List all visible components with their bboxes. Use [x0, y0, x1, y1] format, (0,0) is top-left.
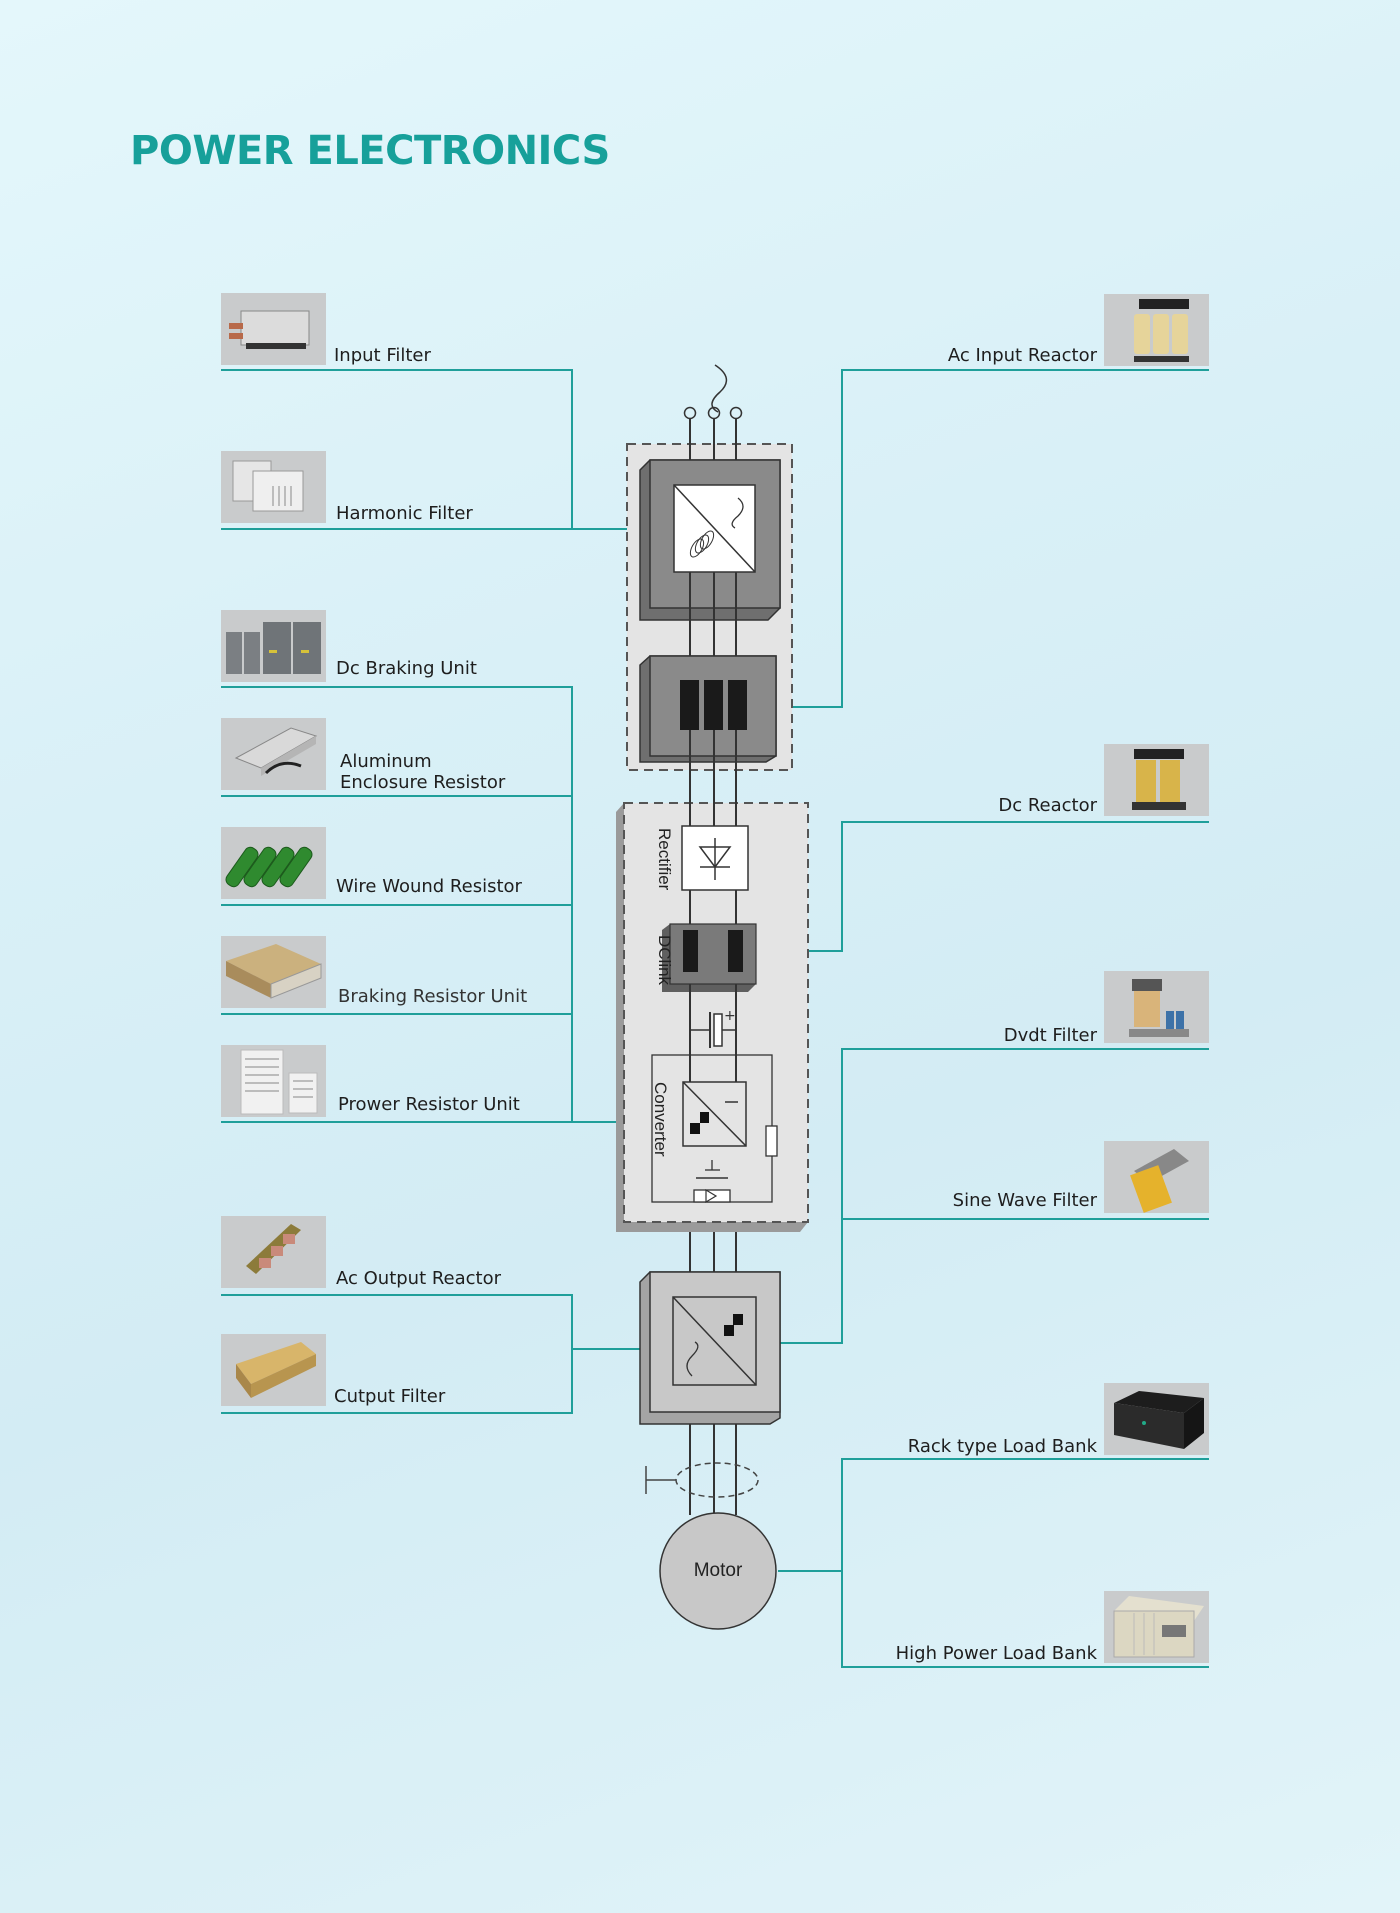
- motor-label: Motor: [693, 1560, 743, 1581]
- high-power-load-bank-photo: [1104, 1591, 1209, 1663]
- connector-line: [842, 1048, 1209, 1050]
- connector-line: [221, 1121, 616, 1123]
- connector-bus: [841, 1048, 843, 1344]
- input-stage-panel: [626, 443, 793, 771]
- connector-line: [571, 1348, 641, 1350]
- connector-line: [571, 528, 627, 530]
- connector-line: [842, 1458, 1209, 1460]
- input-filter-label: Input Filter: [334, 345, 431, 366]
- rack-load-bank-label: Rack type Load Bank: [907, 1436, 1097, 1457]
- dclink-block: [669, 923, 757, 985]
- connector-line: [221, 686, 573, 688]
- wire-wound-resistor-label: Wire Wound Resistor: [336, 876, 522, 897]
- connector-bus: [571, 686, 573, 1123]
- ac-input-reactor-label: Ac Input Reactor: [947, 345, 1097, 366]
- ac-output-reactor-photo: [221, 1216, 326, 1288]
- dvdt-filter-label: Dvdt Filter: [1003, 1025, 1097, 1046]
- power-resistor-unit-photo: [221, 1045, 326, 1117]
- connector-line: [221, 369, 573, 371]
- connector-line: [221, 1412, 573, 1414]
- connector-line: [221, 1013, 573, 1015]
- converter-block: [682, 1081, 747, 1147]
- connector-bus: [841, 821, 843, 952]
- connector-line: [842, 369, 1209, 371]
- input-filter-photo: [221, 293, 326, 365]
- dclink-label: DClink: [655, 935, 674, 986]
- dc-reactor-photo: [1104, 744, 1209, 816]
- connector-line: [808, 950, 843, 952]
- connector-bus: [571, 369, 573, 530]
- connector-bus: [841, 1458, 843, 1668]
- connector-line: [778, 1570, 843, 1572]
- dc-reactor-label: Dc Reactor: [998, 795, 1097, 816]
- converter-label: Converter: [651, 1082, 670, 1157]
- braking-resistor-unit-photo: [221, 936, 326, 1008]
- high-power-load-bank-label: High Power Load Bank: [895, 1643, 1097, 1664]
- ac-output-reactor-label: Ac Output Reactor: [336, 1268, 502, 1289]
- page-title: POWER ELECTRONICS: [130, 128, 610, 174]
- ac-input-reactor-photo: [1104, 294, 1209, 366]
- sine-wave-filter-label: Sine Wave Filter: [952, 1190, 1097, 1211]
- harmonic-filter-photo: [221, 451, 326, 523]
- power-resistor-unit-label: Prower Resistor Unit: [338, 1094, 520, 1115]
- output-filter-photo: [221, 1334, 326, 1406]
- connector-line: [221, 795, 573, 797]
- svg-text:+: +: [724, 1008, 736, 1024]
- dc-braking-unit-label: Dc Braking Unit: [336, 658, 477, 679]
- dvdt-filter-photo: [1104, 971, 1209, 1043]
- wire-wound-resistor-photo: [221, 827, 326, 899]
- aluminum-resistor-label-line2: Enclosure Resistor: [340, 772, 506, 793]
- connector-bus: [571, 1294, 573, 1414]
- ac-source-icon: [711, 364, 728, 413]
- rectifier-block: [681, 825, 749, 891]
- harmonic-filter-label: Harmonic Filter: [336, 503, 473, 524]
- rectifier-label: Rectifier: [655, 828, 674, 891]
- output-filter-label: Cutput Filter: [334, 1386, 446, 1407]
- connector-line: [221, 1294, 573, 1296]
- connector-line: [221, 528, 573, 530]
- connector-line: [792, 706, 843, 708]
- aluminum-resistor-label: Aluminum Enclosure Resistor: [340, 751, 505, 793]
- aluminum-resistor-label-line1: Aluminum: [340, 751, 432, 772]
- dc-braking-unit-photo: [221, 610, 326, 682]
- connector-bus: [841, 369, 843, 708]
- aluminum-resistor-photo: [221, 718, 326, 790]
- sine-wave-filter-photo: [1104, 1141, 1209, 1213]
- connector-line: [842, 1666, 1209, 1668]
- connector-line: [842, 1218, 1209, 1220]
- connector-line: [780, 1342, 843, 1344]
- rack-load-bank-photo: [1104, 1383, 1209, 1455]
- connector-line: [221, 904, 573, 906]
- connector-line: [842, 821, 1209, 823]
- output-inverter-block: [649, 1271, 781, 1413]
- drive-panel: [623, 802, 809, 1223]
- braking-resistor-unit-label: Braking Resistor Unit: [338, 986, 528, 1007]
